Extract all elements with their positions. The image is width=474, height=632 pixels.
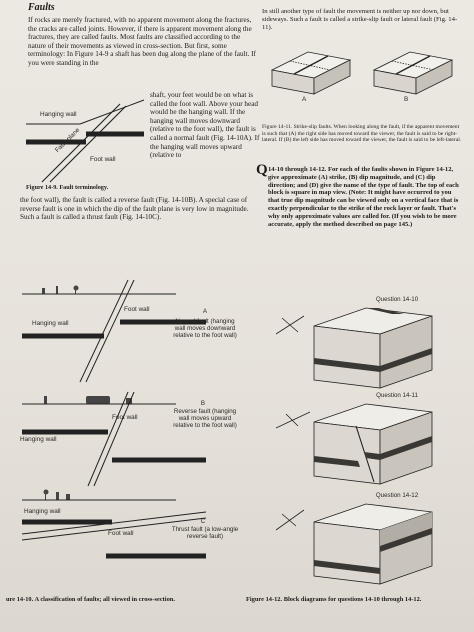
fig9-hanging-label: Hanging wall <box>40 111 77 118</box>
block-diagram-q11 <box>275 403 433 485</box>
fig10c-thrust-fault-diagram <box>21 489 207 559</box>
fig-14-9-diagram <box>26 99 145 183</box>
fig10b-letter: B <box>200 400 206 407</box>
question-drop-cap: Q <box>256 162 268 178</box>
fig10c-letter: C <box>200 518 206 525</box>
paragraph-strike-slip: In still another type of fault the movem… <box>262 8 458 31</box>
fig10a-normal-fault-diagram <box>22 279 206 383</box>
fig9-foot-label: Foot wall <box>90 156 116 163</box>
fig10c-foot-label: Foot wall <box>108 530 134 537</box>
fig11-caption: Figure 14-11. Strike-slip faults. When l… <box>262 124 462 144</box>
paragraph-wall-terms: shaft, your feet would be on what is cal… <box>150 91 260 160</box>
fig11-label-a: A <box>302 96 307 103</box>
fig10-caption: ure 14-10. A classification of faults; a… <box>6 596 175 603</box>
question-14-12-label: Question 14-12 <box>375 492 419 499</box>
question-14-10-label: Question 14-10 <box>375 296 419 303</box>
block-diagram-q12 <box>275 503 433 585</box>
fig10b-description: Reverse fault (hanging wall moves upward… <box>173 408 237 430</box>
section-heading: Faults <box>28 2 55 13</box>
fig10a-description: Normal fault (hanging wall moves downwar… <box>173 318 237 340</box>
fig10a-foot-label: Foot wall <box>124 306 150 313</box>
fig10b-reverse-fault-diagram <box>22 391 206 487</box>
fig10a-hanging-label: Hanging wall <box>32 320 69 327</box>
fig11-label-b: B <box>404 96 409 103</box>
fig10a-letter: A <box>202 308 208 315</box>
paragraph-intro: If rocks are merely fractured, with no a… <box>28 16 256 67</box>
fig10c-description: Thrust fault (a low-angle reverse fault) <box>171 526 239 541</box>
question-14-10-12-text: 14-10 through 14-12. For each of the fau… <box>268 166 459 228</box>
fig12-caption: Figure 14-12. Block diagrams for questio… <box>246 596 422 603</box>
fig10b-foot-label: Foot wall <box>112 414 138 421</box>
paragraph-reverse-thrust: the foot wall), the fault is called a re… <box>20 196 249 222</box>
question-14-11-label: Question 14-11 <box>376 392 418 399</box>
fig9-caption: Figure 14-9. Fault terminology. <box>26 184 109 191</box>
fig10c-hanging-label: Hanging wall <box>24 508 61 515</box>
fig-14-11-diagram <box>270 51 454 95</box>
block-diagram-q10 <box>275 307 433 389</box>
fig10b-hanging-label: Hanging wall <box>20 436 57 443</box>
